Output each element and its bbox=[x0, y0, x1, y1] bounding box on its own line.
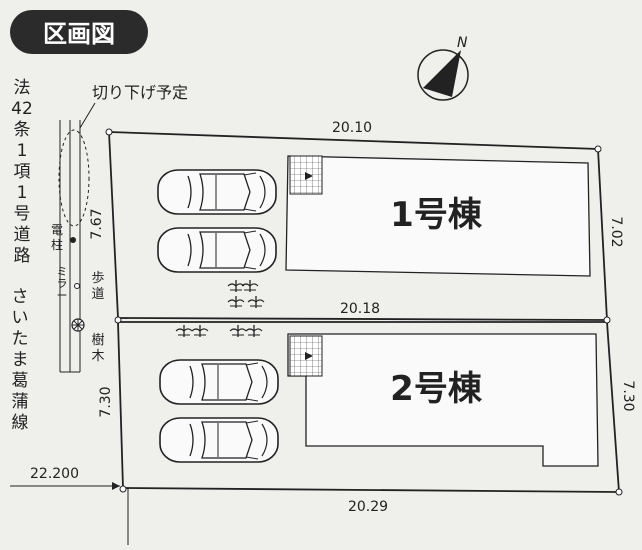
svg-text:ー: ー bbox=[57, 289, 68, 302]
sidewalk-label: 歩 道 bbox=[91, 271, 104, 302]
svg-text:蒲: 蒲 bbox=[12, 392, 29, 412]
parking-car-4-icon bbox=[159, 417, 279, 463]
svg-text:1: 1 bbox=[17, 183, 28, 203]
curb-cut-label: 切り下げ予定 bbox=[92, 83, 188, 102]
svg-text:ま: ま bbox=[12, 350, 29, 370]
shrub-icons bbox=[175, 279, 265, 338]
svg-text:歩: 歩 bbox=[91, 271, 104, 286]
svg-text:42: 42 bbox=[11, 99, 33, 119]
parking-car-2-icon bbox=[157, 227, 277, 273]
svg-text:法: 法 bbox=[14, 78, 31, 98]
svg-text:柱: 柱 bbox=[51, 237, 63, 252]
svg-text:い: い bbox=[12, 308, 29, 328]
road-width-dimension: 22.200 bbox=[30, 466, 79, 482]
building-2-label: 2号棟 bbox=[390, 369, 483, 409]
lot1-top-dimension: 20.10 bbox=[332, 120, 372, 136]
page-title: 区画図 bbox=[43, 20, 115, 48]
lot2-left-dimension: 7.30 bbox=[98, 386, 114, 417]
building-1-label: 1号棟 bbox=[390, 195, 483, 235]
svg-text:路: 路 bbox=[14, 246, 31, 266]
road-name-label: 法 42 条 1 項 1 号 道 路 bbox=[11, 78, 33, 266]
lot1-left-dimension: 7.67 bbox=[89, 208, 105, 239]
svg-text:葛: 葛 bbox=[12, 371, 29, 391]
svg-text:条: 条 bbox=[14, 120, 31, 140]
north-arrow-icon bbox=[417, 49, 469, 101]
tree-icon bbox=[71, 318, 85, 332]
mirror-label: ミ ラ ー bbox=[57, 265, 68, 302]
svg-text:樹: 樹 bbox=[91, 333, 104, 348]
svg-text:た: た bbox=[12, 329, 29, 349]
lot2-right-dimension: 7.30 bbox=[620, 380, 636, 411]
svg-text:道: 道 bbox=[91, 287, 104, 302]
tree-label: 樹 木 bbox=[91, 333, 104, 364]
svg-text:号: 号 bbox=[14, 204, 31, 224]
svg-text:項: 項 bbox=[14, 162, 31, 182]
north-label: N bbox=[457, 35, 468, 51]
svg-text:線: 線 bbox=[12, 413, 29, 433]
svg-text:さ: さ bbox=[12, 287, 29, 307]
svg-text:木: 木 bbox=[91, 349, 104, 364]
svg-text:ミ: ミ bbox=[57, 265, 68, 278]
svg-text:1: 1 bbox=[17, 141, 28, 161]
svg-text:ラ: ラ bbox=[57, 277, 68, 290]
utility-pole-icon bbox=[70, 237, 76, 243]
parking-car-3-icon bbox=[159, 359, 279, 405]
lot2-bottom-dimension: 20.29 bbox=[348, 499, 388, 515]
mirror-icon bbox=[74, 283, 80, 289]
title-badge bbox=[10, 10, 148, 54]
lot1-right-dimension: 7.02 bbox=[608, 216, 624, 247]
boundary-markers bbox=[105, 128, 623, 496]
parking-car-1-icon bbox=[157, 169, 277, 215]
building-2: 2号棟 bbox=[287, 333, 599, 467]
road-strip bbox=[58, 120, 90, 373]
svg-text:電: 電 bbox=[51, 223, 63, 237]
building-1: 1号棟 bbox=[285, 155, 591, 277]
lot1-middle-dimension: 20.18 bbox=[340, 301, 380, 317]
svg-text:道: 道 bbox=[14, 225, 31, 245]
rail-line-label: さ い た ま 葛 蒲 線 bbox=[12, 287, 29, 433]
pole-label: 電 柱 bbox=[51, 223, 63, 252]
